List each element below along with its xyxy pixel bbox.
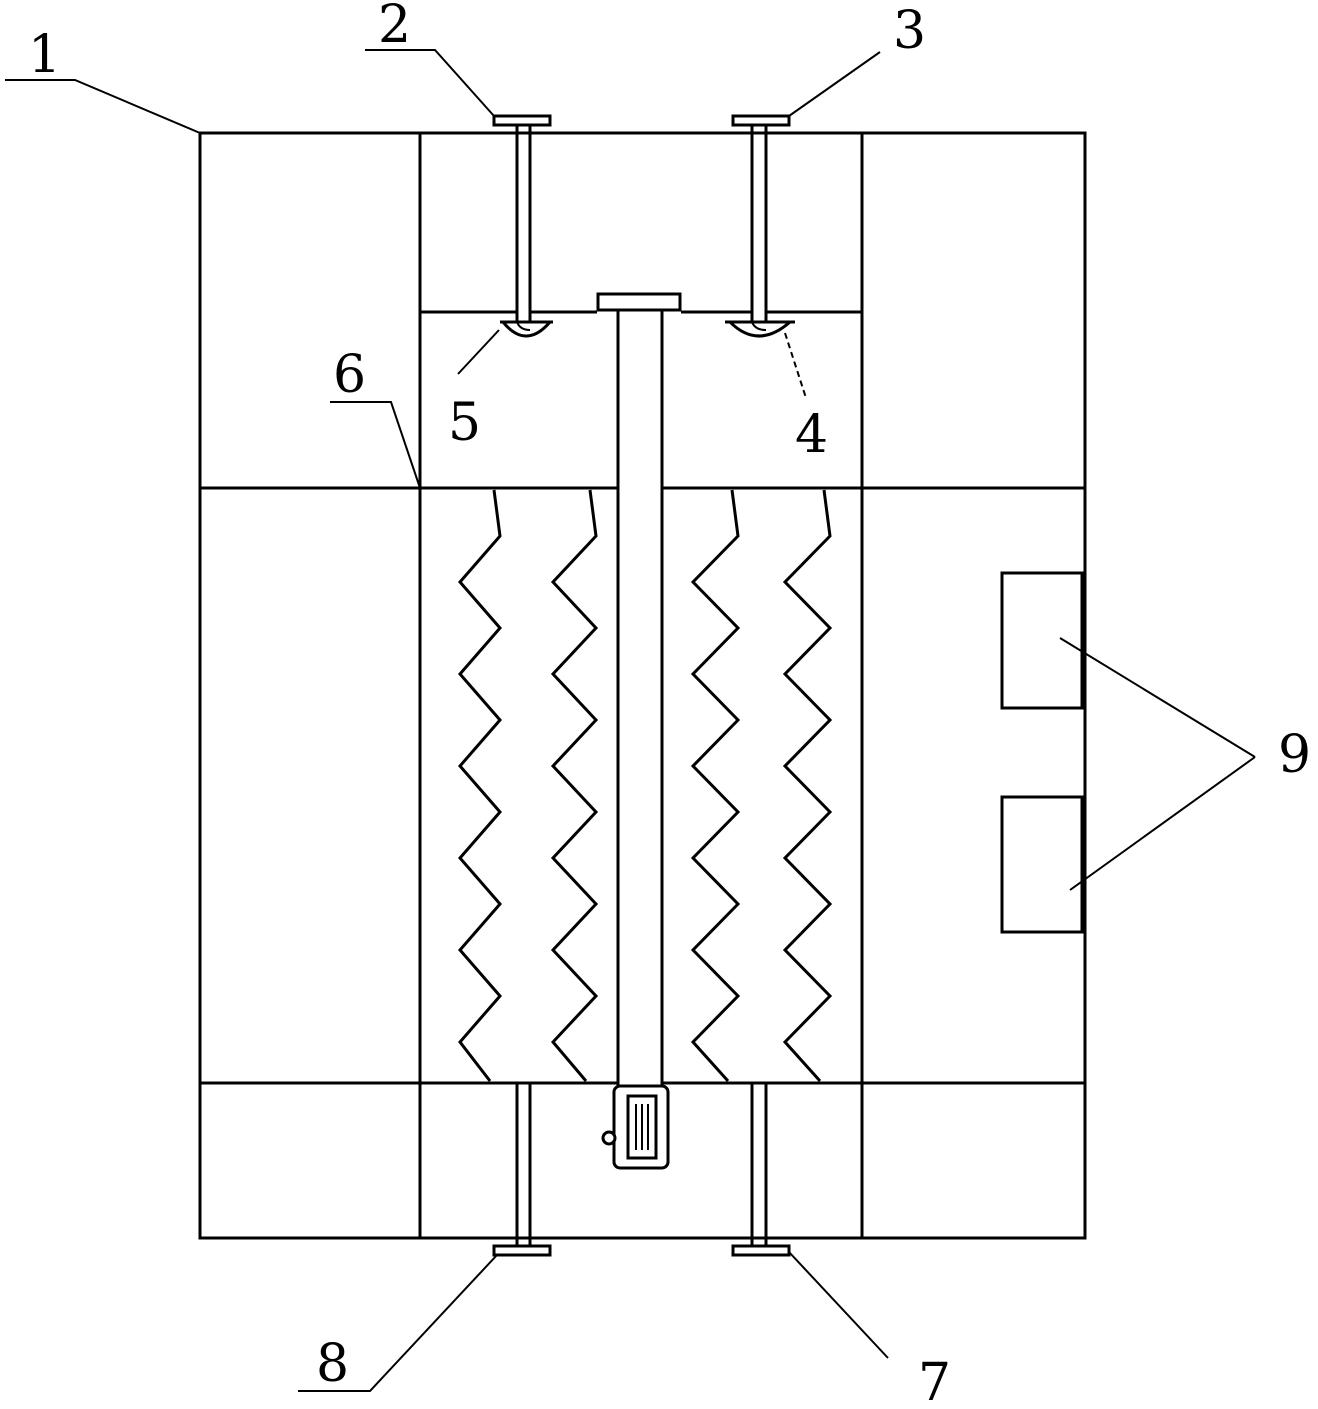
heating-coil-2 <box>550 489 599 1082</box>
inlet-pipe-2 <box>492 114 552 322</box>
nozzle-4 <box>725 320 795 338</box>
outer-housing <box>198 131 1087 1240</box>
leader-8 <box>298 1254 498 1392</box>
motor <box>601 1084 670 1170</box>
leader-9-upper <box>1059 637 1256 758</box>
control-box-lower <box>1000 795 1084 934</box>
control-box-upper <box>1000 571 1084 710</box>
leader-5 <box>457 329 500 375</box>
label-6: 6 <box>333 345 366 405</box>
label-2: 2 <box>378 0 411 55</box>
label-5: 5 <box>448 393 481 453</box>
label-1: 1 <box>28 25 61 85</box>
outlet-pipe-8 <box>492 1083 552 1257</box>
label-3: 3 <box>893 1 926 61</box>
leader-1 <box>5 79 201 134</box>
label-7: 7 <box>918 1353 951 1409</box>
heating-coil-4 <box>782 489 833 1083</box>
leader-9-lower <box>1069 756 1256 891</box>
heating-coil-3 <box>690 489 741 1083</box>
leader-2 <box>365 49 495 117</box>
central-shaft <box>596 292 682 1090</box>
nozzle-5 <box>500 320 553 338</box>
label-8: 8 <box>316 1334 349 1394</box>
label-4: 4 <box>795 405 828 465</box>
leader-6 <box>330 401 421 489</box>
leader-4 <box>784 332 807 399</box>
label-9: 9 <box>1278 725 1311 785</box>
leader-7 <box>788 1251 889 1359</box>
leader-lines <box>5 49 1256 1392</box>
heating-coil-1 <box>458 489 502 1082</box>
heating-coils <box>458 489 833 1083</box>
leader-3 <box>788 51 881 117</box>
outlet-pipe-7 <box>731 1083 791 1257</box>
inlet-pipe-3 <box>731 114 791 322</box>
